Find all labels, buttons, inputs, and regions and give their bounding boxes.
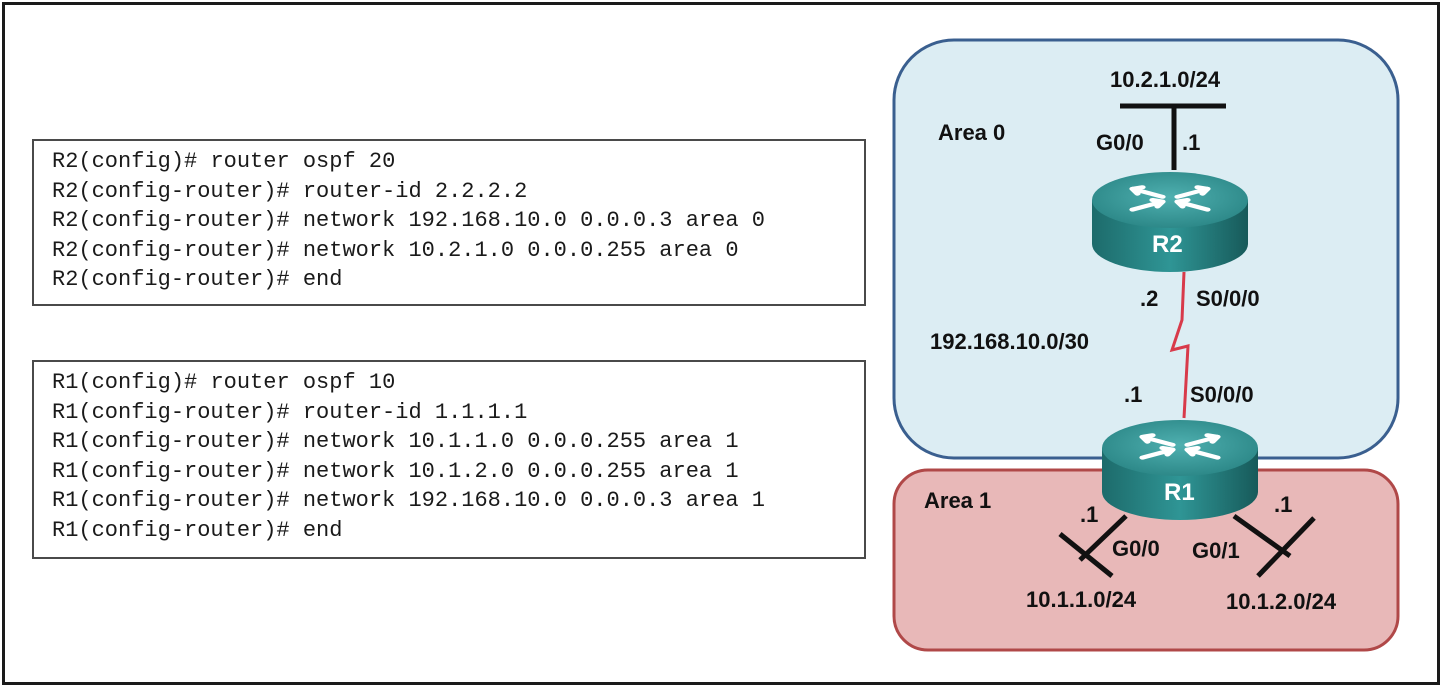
- r1-lan2-host: .1: [1274, 492, 1292, 517]
- cli-prompt: R1(config-router)#: [52, 458, 290, 484]
- cli-prompt: R1(config-router)#: [52, 429, 290, 454]
- cli-prompt: R1(config-router)#: [52, 488, 290, 513]
- cli-command: end: [302, 267, 343, 292]
- wan-network: 192.168.10.0/30: [930, 329, 1089, 354]
- cli-command: router-id 1.1.1.1: [302, 399, 528, 425]
- cli-line: R1(config-router)# network 192.168.10.0 …: [52, 486, 864, 516]
- r1-router-icon: [1102, 420, 1258, 520]
- r1-serial-interface: S0/0/0: [1190, 382, 1254, 407]
- r2-lan-host: .1: [1182, 130, 1200, 155]
- area1-label: Area 1: [924, 488, 991, 513]
- cli-prompt: R2(config-router)#: [52, 208, 290, 233]
- cli-command: network 10.1.2.0 0.0.0.255 area 1: [302, 458, 739, 484]
- cli-prompt: R2(config-router)#: [52, 237, 290, 263]
- cli-prompt: R2(config)#: [52, 149, 198, 174]
- cli-command: end: [302, 517, 343, 543]
- cli-line: R1(config-router)# network 10.1.1.0 0.0.…: [52, 427, 864, 457]
- cli-command: network 10.1.1.0 0.0.0.255 area 1: [302, 429, 739, 454]
- cli-prompt: R1(config)#: [52, 370, 198, 395]
- r1-lan1-network: 10.1.1.0/24: [1026, 587, 1137, 612]
- cli-prompt: R1(config-router)#: [52, 399, 290, 425]
- r1-serial-host: .1: [1124, 382, 1142, 407]
- r1-lan2-interface: G0/1: [1192, 538, 1240, 563]
- r2-lan-interface: G0/0: [1096, 130, 1144, 155]
- r2-serial-host: .2: [1140, 286, 1158, 311]
- r1-config-box: R1(config)# router ospf 10 R1(config-rou…: [32, 360, 866, 559]
- r1-lan1-host: .1: [1080, 502, 1098, 527]
- r2-router-icon: [1092, 172, 1248, 272]
- cli-line: R2(config-router)# end: [52, 265, 864, 295]
- r1-lan2-network: 10.1.2.0/24: [1226, 589, 1337, 614]
- r2-lan-network: 10.2.1.0/24: [1110, 67, 1221, 92]
- cli-command: network 192.168.10.0 0.0.0.3 area 1: [302, 488, 765, 513]
- serial-link: [1169, 271, 1190, 419]
- r1-lan1-link: [1078, 514, 1128, 562]
- cli-prompt: R2(config-router)#: [52, 267, 290, 292]
- cli-command: router ospf 10: [210, 370, 396, 395]
- cli-prompt: R2(config-router)#: [52, 178, 290, 204]
- cli-command: network 10.2.1.0 0.0.0.255 area 0: [302, 237, 739, 263]
- cli-command: router ospf 20: [210, 149, 396, 174]
- cli-line: R1(config-router)# end: [52, 516, 864, 546]
- cli-line: R1(config)# router ospf 10: [52, 368, 864, 398]
- cli-prompt: R1(config-router)#: [52, 517, 290, 543]
- cli-line: R2(config-router)# router-id 2.2.2.2: [52, 177, 864, 207]
- area0-label: Area 0: [938, 120, 1005, 145]
- r1-lan1-segment: [1058, 532, 1114, 578]
- cli-line: R2(config-router)# network 10.2.1.0 0.0.…: [52, 236, 864, 266]
- cli-line: R1(config-router)# router-id 1.1.1.1: [52, 398, 864, 428]
- cli-command: router-id 2.2.2.2: [302, 178, 528, 204]
- r2-serial-interface: S0/0/0: [1196, 286, 1260, 311]
- cli-line: R2(config)# router ospf 20: [52, 147, 864, 177]
- r2-router-label: R2: [1152, 231, 1183, 258]
- cli-line: R2(config-router)# network 192.168.10.0 …: [52, 206, 864, 236]
- r2-config-box: R2(config)# router ospf 20 R2(config-rou…: [32, 139, 866, 306]
- r1-router-label: R1: [1164, 479, 1195, 506]
- r1-lan2-segment: [1256, 516, 1316, 578]
- cli-line: R1(config-router)# network 10.1.2.0 0.0.…: [52, 457, 864, 487]
- cli-command: network 192.168.10.0 0.0.0.3 area 0: [302, 208, 765, 233]
- r1-lan1-interface: G0/0: [1112, 536, 1160, 561]
